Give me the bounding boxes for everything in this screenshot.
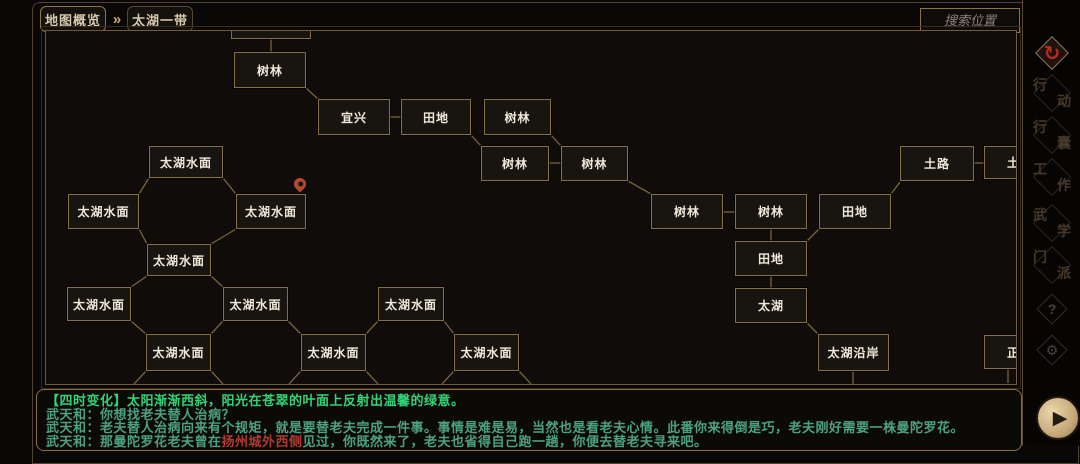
map-node-label: 树林 bbox=[673, 205, 700, 219]
log-text: 武天和：你想找老夫替人治病？ bbox=[46, 406, 236, 422]
compass-action-icon[interactable]: ↻ bbox=[1035, 36, 1069, 70]
log-text: 武天和：老夫替人治病向来有个规矩，就是要替老夫完成一件事。事情是难是易，当然也是… bbox=[46, 420, 965, 435]
map-node-label: 田地 bbox=[422, 110, 449, 125]
map-node[interactable]: 太湖水面 bbox=[223, 287, 288, 321]
sidebar-item-work[interactable]: 工作 bbox=[1023, 157, 1080, 197]
sidebar-item-martial[interactable]: 武学 bbox=[1023, 203, 1080, 243]
map-node-label: 正殿 bbox=[1007, 344, 1016, 361]
log-text: 【四时变化】太阳渐渐西斜，阳光在苍翠的叶面上反射出温馨的绿意。 bbox=[46, 393, 465, 408]
map-node-label: 宜兴 bbox=[340, 110, 367, 125]
sidebar-nav: 行动行囊工作武学门派 bbox=[1023, 73, 1080, 288]
log-line: 武天和：老夫替人治病向来有个规矩，就是要替老夫完成一件事。事情是难是易，当然也是… bbox=[46, 421, 1012, 435]
log-line: 【四时变化】太阳渐渐西斜，阳光在苍翠的叶面上反射出温馨的绿意。 bbox=[46, 394, 1012, 408]
map-node[interactable]: 田地 bbox=[819, 194, 891, 229]
sidebar-item-action[interactable]: 行动 bbox=[1023, 73, 1080, 113]
map-node-label: 土路 bbox=[923, 157, 950, 171]
log-lines: 【四时变化】太阳渐渐西斜，阳光在苍翠的叶面上反射出温馨的绿意。武天和：你想找老夫… bbox=[46, 394, 1012, 448]
gear-icon: ⚙ bbox=[1045, 341, 1059, 358]
map-node-label: 树林 bbox=[504, 110, 531, 125]
log-text: 武天和：那曼陀罗花老夫曾在 bbox=[46, 433, 222, 449]
map-node[interactable]: 太湖水面 bbox=[149, 146, 223, 178]
map-node-label: 太湖水面 bbox=[159, 155, 212, 170]
sidebar-item-label: 囊 bbox=[1057, 135, 1071, 151]
map-node[interactable]: 太湖水面 bbox=[147, 244, 211, 276]
sidebar-item-label: 动 bbox=[1057, 93, 1071, 109]
search-location-input[interactable] bbox=[920, 8, 1020, 33]
breadcrumb-map-overview-button[interactable]: 地图概览 bbox=[40, 6, 106, 32]
map-node[interactable]: 树林 bbox=[651, 194, 723, 229]
log-line: 武天和：你想找老夫替人治病？ bbox=[46, 406, 1012, 422]
map-node-label: 太湖水面 bbox=[229, 297, 282, 312]
play-icon: ▶ bbox=[1052, 407, 1068, 429]
map-node-label: 太湖水面 bbox=[460, 346, 513, 360]
play-button[interactable]: ▶ bbox=[1036, 396, 1080, 440]
map-node-label: 太湖水面 bbox=[152, 346, 205, 360]
map-node[interactable]: 宜兴 bbox=[318, 99, 390, 135]
map-node-label: 太湖水面 bbox=[152, 253, 205, 268]
map-node[interactable]: 太湖水面 bbox=[378, 287, 444, 321]
map-node-label: 树林 bbox=[256, 63, 283, 78]
map-node[interactable]: 土路 bbox=[900, 146, 974, 181]
breadcrumb-current-label: 太湖一带 bbox=[131, 12, 188, 28]
game-log-panel[interactable]: 【四时变化】太阳渐渐西斜，阳光在苍翠的叶面上反射出温馨的绿意。武天和：你想找老夫… bbox=[36, 389, 1022, 451]
sidebar-item-label: 武 bbox=[1033, 207, 1047, 223]
map-node-label: 太湖沿岸 bbox=[827, 346, 880, 360]
map-node[interactable]: 土路 bbox=[984, 146, 1016, 179]
map-node-label: 太湖水面 bbox=[77, 205, 130, 219]
map-node[interactable]: 树林 bbox=[561, 146, 628, 181]
sidebar-item-label: 派 bbox=[1057, 265, 1071, 281]
map-node[interactable]: 太湖水面 bbox=[146, 334, 211, 371]
map-node-label: 太湖水面 bbox=[307, 346, 360, 360]
map-node[interactable]: 太湖水面 bbox=[236, 175, 309, 229]
help-button[interactable]: ? bbox=[1036, 293, 1068, 325]
sidebar-item-label: 门 bbox=[1033, 249, 1047, 265]
sidebar-item-bag[interactable]: 行囊 bbox=[1023, 115, 1080, 155]
red-swirl-arrow-icon: ↻ bbox=[1043, 42, 1061, 65]
map-node[interactable]: 正殿 bbox=[984, 335, 1016, 369]
breadcrumb-current-area-button[interactable]: 太湖一带 bbox=[127, 6, 193, 32]
map-node[interactable]: 太湖水面 bbox=[301, 334, 366, 371]
location-link[interactable]: 扬州城外西侧 bbox=[221, 433, 303, 449]
breadcrumb-root-label: 地图概览 bbox=[44, 12, 101, 28]
map-node-label: 太湖 bbox=[757, 299, 784, 313]
map-node[interactable]: 田地 bbox=[401, 99, 471, 135]
map-node-label: 土路 bbox=[1007, 154, 1016, 171]
map-node[interactable]: 树林 bbox=[234, 52, 306, 88]
sidebar-item-label: 工 bbox=[1033, 161, 1047, 177]
map-node-label: 树林 bbox=[501, 157, 528, 171]
map-node-label: 田地 bbox=[757, 252, 784, 266]
map-node[interactable]: 太湖水面 bbox=[454, 334, 519, 371]
breadcrumb-separator-icon: » bbox=[112, 10, 122, 28]
map-node-label: 田地 bbox=[841, 205, 868, 219]
map-canvas[interactable]: 树林宜兴田地树林太湖水面树林树林土路土路太湖水面太湖水面树林树林田地太湖水面田地… bbox=[41, 26, 1021, 389]
sidebar-item-sect[interactable]: 门派 bbox=[1023, 245, 1080, 285]
settings-button[interactable]: ⚙ bbox=[1036, 334, 1068, 366]
map-node[interactable]: 树林 bbox=[481, 146, 549, 181]
map-node-label: 太湖水面 bbox=[72, 297, 125, 312]
map-edges bbox=[130, 39, 1009, 384]
map-node[interactable] bbox=[231, 31, 311, 39]
map-node[interactable]: 太湖水面 bbox=[68, 194, 139, 229]
log-text: 见过，你既然来了，老夫也省得自己跑一趟，你便去替老夫寻来吧。 bbox=[302, 433, 708, 449]
map-node[interactable]: 太湖沿岸 bbox=[818, 334, 889, 371]
map-node-label: 太湖水面 bbox=[384, 297, 437, 312]
map-node-label: 树林 bbox=[581, 157, 608, 171]
map-node[interactable]: 树林 bbox=[484, 99, 551, 135]
sidebar: ↻ 行动行囊工作武学门派 ? ⚙ bbox=[1022, 0, 1080, 446]
map-node[interactable]: 太湖 bbox=[735, 288, 807, 323]
sidebar-item-label: 行 bbox=[1033, 77, 1047, 93]
question-mark-icon: ? bbox=[1047, 301, 1057, 317]
map-node[interactable]: 田地 bbox=[735, 241, 807, 276]
log-line: 武天和：那曼陀罗花老夫曾在扬州城外西侧见过，你既然来了，老夫也省得自己跑一趟，你… bbox=[46, 433, 1012, 449]
map-node-label: 树林 bbox=[757, 205, 784, 219]
sidebar-item-label: 作 bbox=[1057, 177, 1071, 193]
sidebar-item-label: 行 bbox=[1033, 119, 1047, 135]
map-node-label: 太湖水面 bbox=[244, 205, 297, 219]
map-node[interactable]: 太湖水面 bbox=[67, 287, 131, 321]
sidebar-item-label: 学 bbox=[1057, 223, 1071, 239]
map-node[interactable]: 树林 bbox=[735, 194, 807, 229]
